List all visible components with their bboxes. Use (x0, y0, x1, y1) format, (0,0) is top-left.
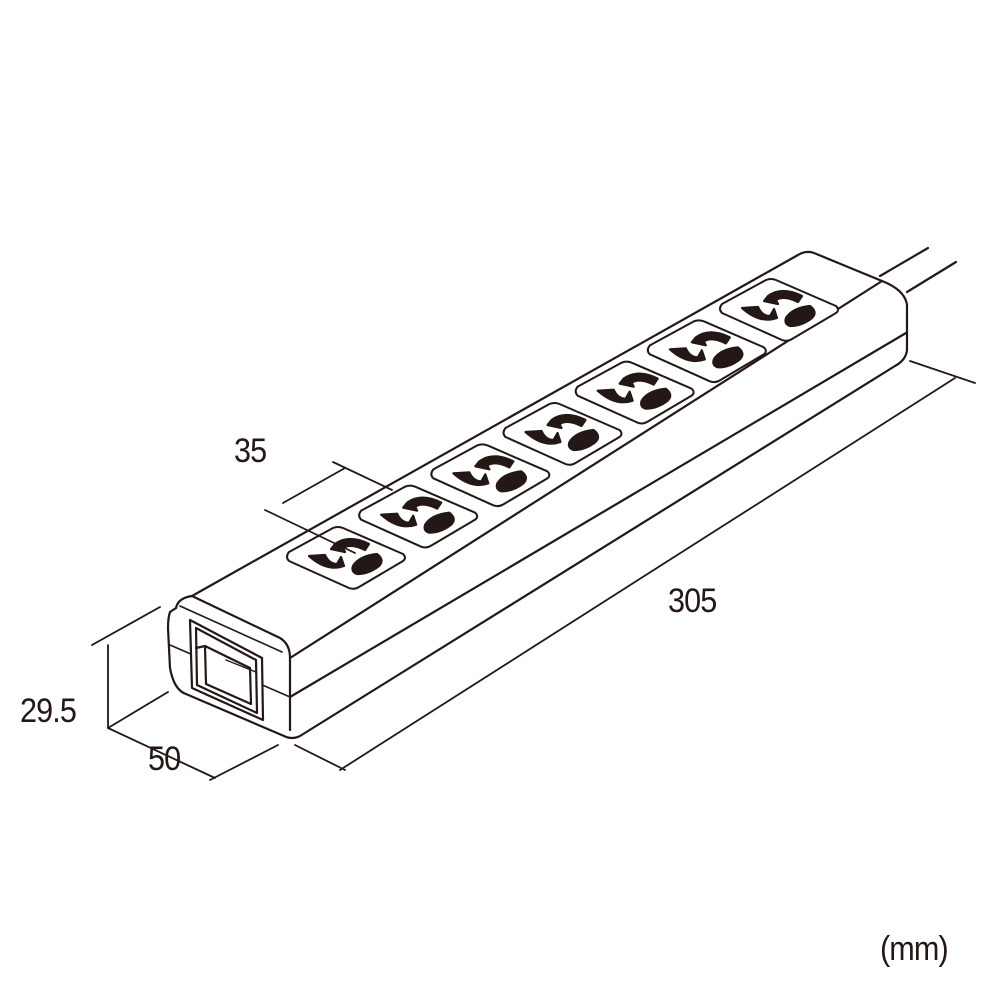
right-slot (640, 387, 672, 410)
dimension-lines (91, 360, 976, 781)
power-cord (878, 246, 958, 294)
dimension-label-length: 305 (668, 582, 717, 620)
unit-label: (mm) (880, 930, 949, 968)
right-slot (567, 428, 600, 452)
ext-line-29-5a (91, 606, 161, 646)
right-slot (784, 304, 816, 328)
dim-line-305 (339, 377, 956, 771)
left-slot (307, 553, 346, 569)
outlet (502, 402, 623, 466)
ext-line-305a (294, 744, 346, 771)
left-slot (596, 388, 634, 404)
dimension-label-pitch: 35 (234, 432, 267, 470)
ext-line-305b (909, 360, 976, 384)
ground-slot (546, 413, 587, 430)
ground-slot (402, 496, 443, 512)
left-slot (452, 471, 490, 487)
left-slot (668, 347, 706, 363)
ext-line-35b (332, 461, 393, 491)
dimension-label-width: 50 (148, 740, 181, 778)
dim-line-35 (282, 467, 346, 504)
ground-slot (690, 331, 731, 347)
outlets (286, 278, 839, 590)
outlet (286, 526, 406, 590)
dimension-label-height: 29.5 (20, 692, 77, 730)
ext-line-50 (209, 744, 279, 781)
right-slot (423, 511, 455, 534)
left-slot (740, 305, 779, 321)
ext-line-29-5b (107, 691, 169, 729)
dim-line-50 (107, 727, 216, 779)
outlet (430, 443, 551, 508)
left-slot (524, 429, 562, 445)
ground-slot (474, 455, 515, 471)
outlet (646, 319, 767, 384)
ext-line-35a (264, 509, 356, 554)
outlet (574, 360, 695, 425)
left-slot (380, 512, 418, 528)
right-slot (712, 346, 744, 369)
right-slot (351, 552, 383, 576)
outlet (358, 484, 479, 549)
ground-slot (762, 289, 804, 306)
right-slot (495, 470, 527, 493)
ground-slot (618, 372, 659, 388)
outlet (719, 278, 839, 342)
